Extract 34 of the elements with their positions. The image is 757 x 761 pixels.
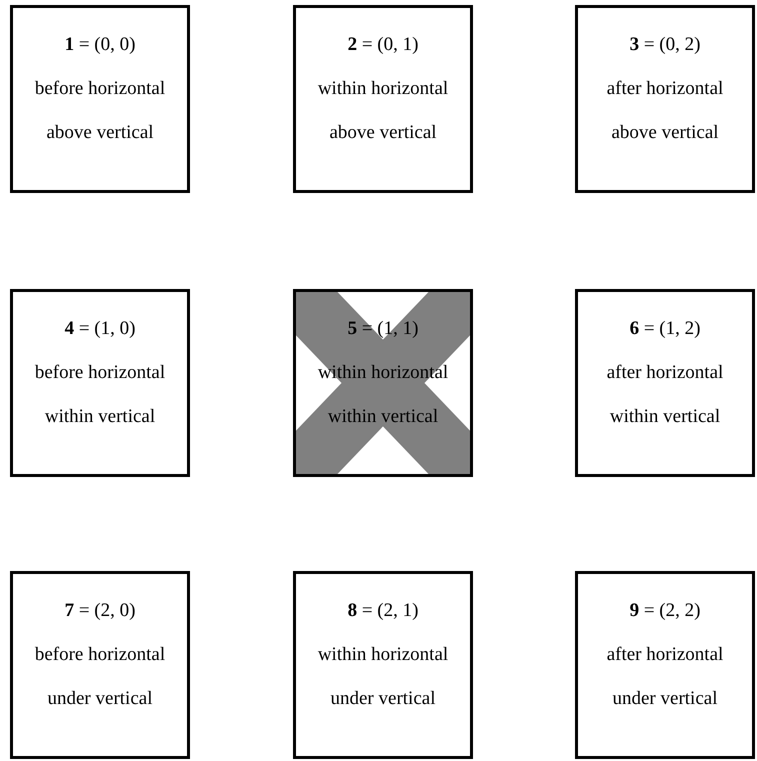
position-label: within vertical: [608, 405, 722, 429]
position-label: under vertical: [330, 687, 436, 711]
position-label: above vertical: [610, 121, 720, 145]
position-label: within horizontal: [316, 643, 450, 667]
grid-cell-box: [293, 5, 473, 193]
position-label: above vertical: [328, 121, 438, 145]
position-label: within vertical: [44, 405, 156, 429]
grid-cell-box: [575, 289, 755, 477]
cell-index-label: 1 = (0, 0): [64, 33, 136, 57]
cell-index-label: 3 = (0, 2): [628, 33, 702, 57]
position-label: before horizontal: [34, 77, 166, 101]
grid-cell-box: [10, 289, 190, 477]
grid-cell-box: [575, 5, 755, 193]
cell-index-label: 4 = (1, 0): [64, 317, 136, 341]
position-label: under vertical: [612, 687, 718, 711]
grid-cell-box: [10, 5, 190, 193]
position-label: within horizontal: [316, 77, 450, 101]
position-label: after horizontal: [606, 361, 724, 385]
position-label: within vertical: [326, 405, 440, 429]
cell-index-label: 6 = (1, 2): [628, 317, 702, 341]
position-label: after horizontal: [606, 643, 724, 667]
position-label: after horizontal: [606, 77, 724, 101]
cell-index-label: 2 = (0, 1): [346, 33, 420, 57]
position-label: above vertical: [45, 121, 155, 145]
grid-cell-box: [10, 571, 190, 759]
grid-cell-box: [293, 571, 473, 759]
grid-cell-box: [575, 571, 755, 759]
cell-index-label: 9 = (2, 2): [628, 599, 702, 623]
cell-index-label: 5 = (1, 1): [346, 317, 420, 341]
cell-index-label: 7 = (2, 0): [64, 599, 136, 623]
position-label: before horizontal: [34, 361, 166, 385]
cell-index-label: 8 = (2, 1): [346, 599, 420, 623]
position-label: under vertical: [46, 687, 154, 711]
position-label: before horizontal: [34, 643, 166, 667]
